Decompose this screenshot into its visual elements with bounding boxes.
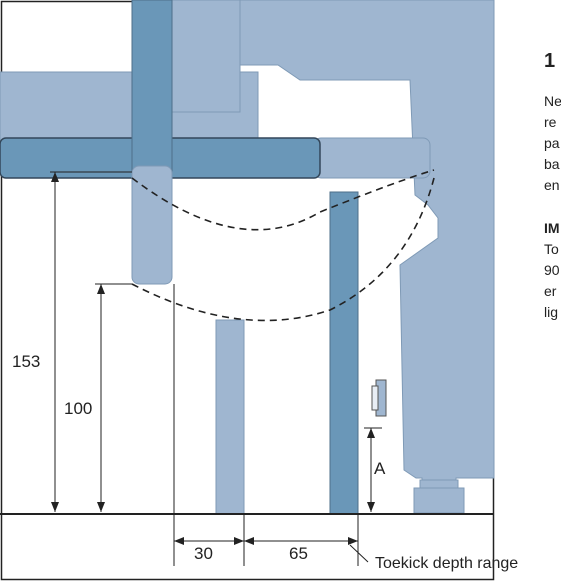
- dim-a-label: A: [374, 459, 386, 478]
- side-text-line: ba: [544, 156, 560, 172]
- side-text-line: en: [544, 177, 560, 193]
- toekick-depth-range-label: Toekick depth range: [375, 555, 518, 572]
- door-swing-arc-lower: [131, 177, 435, 322]
- dim-100-label: 100: [64, 399, 92, 418]
- side-text-line: Ne: [544, 93, 561, 109]
- plinth-panel-right: [329, 191, 359, 515]
- dim-30-arrow-left: [174, 537, 184, 545]
- dim-153-arrow-bottom: [51, 502, 59, 512]
- upper-block: [169, 0, 241, 113]
- side-text-line: er: [544, 283, 557, 299]
- drawer-light-band: [313, 137, 431, 179]
- dim-30-arrow-right: [234, 537, 244, 545]
- side-text-column: 1 Ne re pa ba en IM To 90 er lig: [544, 40, 561, 323]
- toekick-clip-hook: [371, 385, 379, 411]
- dim-153-label: 153: [12, 352, 40, 371]
- important-heading: IM: [544, 220, 560, 236]
- dim-100-arrow-top: [97, 284, 105, 294]
- side-text-line: re: [544, 114, 557, 130]
- dim-30-label: 30: [194, 544, 213, 563]
- step-number: 1: [544, 50, 556, 72]
- side-text-line: lig: [544, 304, 559, 320]
- dim-65-label: 65: [289, 544, 308, 563]
- dim-65-arrow-right: [348, 537, 358, 545]
- vertical-door-light: [131, 165, 173, 285]
- vertical-door-dark: [131, 0, 173, 173]
- callout-leader: [349, 544, 369, 563]
- side-text-line: pa: [544, 135, 560, 151]
- side-text-line: To: [544, 241, 559, 257]
- right-cabinet-leg-cap: [413, 487, 465, 514]
- dim-a-arrow-top: [367, 428, 375, 438]
- right-cabinet-body: [239, 0, 495, 489]
- dim-100-arrow-bottom: [97, 502, 105, 512]
- plinth-panel-left: [215, 319, 245, 515]
- dim-a-arrow-bottom: [367, 502, 375, 512]
- dim-153-arrow-top: [51, 172, 59, 182]
- dim-65-arrow-left: [244, 537, 254, 545]
- door-swing-arc-upper: [131, 169, 435, 231]
- side-text-line: 90: [544, 262, 560, 278]
